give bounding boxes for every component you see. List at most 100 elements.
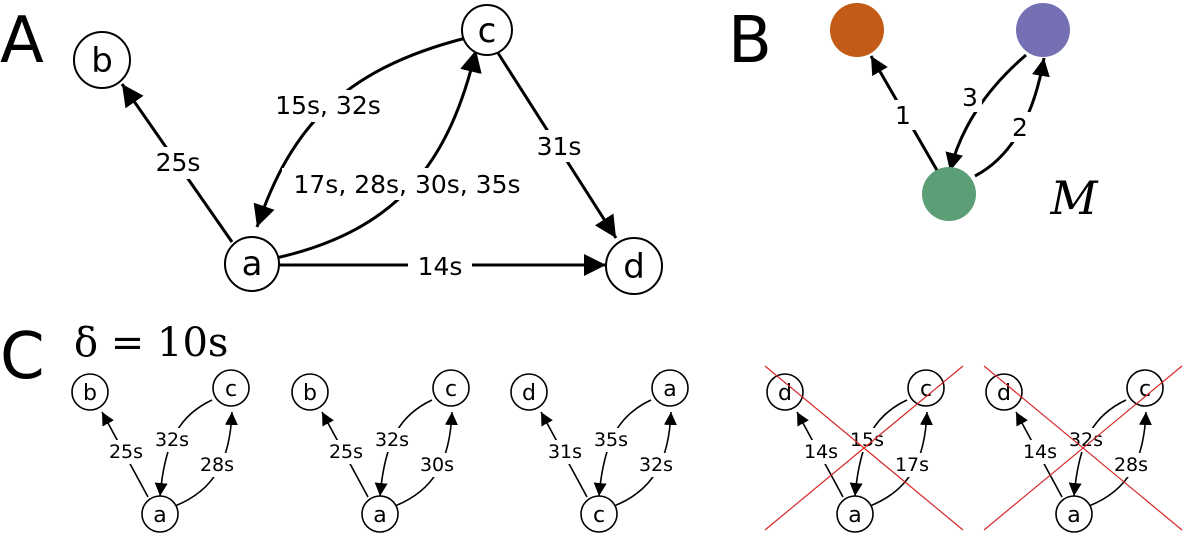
instance-label-3: 32s [639,454,673,476]
svg-text:c: c [1139,377,1151,402]
instance-label-1-bg [103,440,149,464]
instance-label-2: 35s [594,429,628,451]
edge-a-b-label: 25s [156,148,201,177]
instance-label-2: 32s [155,429,189,451]
instance-label-2: 32s [375,429,409,451]
delta-label: δ = 10s [74,320,228,366]
svg-text:a: a [848,503,861,528]
instance-node-top-right: a [651,369,689,407]
svg-text:d: d [778,381,792,406]
instance-label-3: 28s [1114,454,1148,476]
svg-text:d: d [997,381,1011,406]
instance-node-bottom: a [1055,495,1093,533]
instance-label-3: 30s [420,454,454,476]
edge-a-c-label-bg [282,168,532,200]
node-a: a [224,236,280,292]
edge-a-d-label: 14s [418,252,463,281]
panel-b: B 1 3 2 M [728,3,1099,225]
motif-label: M [1049,171,1099,225]
instance-label-1: 25s [329,441,363,463]
motif-instance: 31s 35s 32s d a c [510,369,689,533]
instance-node-top-left: b [291,373,329,411]
motif-node-purple [1016,3,1070,57]
svg-text:c: c [920,377,932,402]
edge-c-d-label-bg [530,130,588,162]
instance-label-1-bg [1017,440,1063,464]
motif-node-orange [830,3,884,57]
panel-a-letter: A [0,4,44,78]
instance-label-1-bg [323,440,369,464]
instance-label-3-bg [414,453,460,477]
svg-text:c: c [445,377,457,402]
instance-label-3-bg [889,453,935,477]
instance-node-top-left: d [510,373,548,411]
motif-edge-3-label-bg [958,82,982,112]
instance-label-1-bg [542,440,588,464]
motif-instance: 25s 32s 28s b c a [71,369,250,533]
motif-edge-2-label: 2 [1012,113,1028,142]
svg-text:c: c [225,377,237,402]
instance-label-2-bg [1063,428,1109,452]
instance-label-3-bg [633,453,679,477]
edge-c-a-label: 15s, 32s [275,91,381,120]
motif-instance: 14s 15s 17s d c a [764,365,964,533]
motif-node-green [922,167,976,221]
instance-label-1: 25s [109,441,143,463]
edge-a-d-label-bg [408,250,472,282]
instance-label-1: 14s [1023,441,1057,463]
panel-c-letter: C [0,320,45,394]
instance-node-top-left: b [71,373,109,411]
instance-label-1-bg [798,440,844,464]
instance-label-2: 15s [850,429,884,451]
instance-label-1: 14s [804,441,838,463]
instance-label-3: 28s [200,454,234,476]
motif-edge-3-label: 3 [962,83,978,112]
instance-node-top-right: c [907,369,945,407]
instance-node-bottom: c [580,495,618,533]
edge-a-c [275,49,482,260]
svg-text:b: b [83,381,97,406]
instance-node-top-right: c [432,369,470,407]
instance-label-2-bg [149,428,195,452]
instance-label-2-bg [844,428,890,452]
node-b: b [73,31,131,89]
instance-label-3-bg [194,453,240,477]
instance-node-bottom: a [141,495,179,533]
panel-b-letter: B [728,4,772,78]
svg-text:a: a [153,503,166,528]
edge-a-b-label-bg [148,147,208,179]
instance-node-bottom: a [361,495,399,533]
svg-text:b: b [303,381,317,406]
instance-node-top-left: d [766,373,804,411]
instance-node-top-left: d [985,373,1023,411]
svg-text:a: a [373,503,386,528]
edge-c-d-label: 31s [537,132,582,161]
motif-instance: 25s 32s 30s b c a [291,369,470,533]
motif-edge-1-label: 1 [895,101,911,130]
svg-text:d: d [623,247,645,287]
motif-instance: 14s 32s 28s d c a [983,365,1183,533]
panel-a: A 25s 15s, 32s 17s, 28s, 30s, 35s 31s 14… [0,4,663,295]
edge-a-c-label: 17s, 28s, 30s, 35s [293,170,520,199]
node-c: c [461,4,513,56]
instance-node-top-right: c [212,369,250,407]
instance-label-1: 31s [548,441,582,463]
instance-label-2-bg [588,428,634,452]
instance-node-bottom: a [836,495,874,533]
svg-text:a: a [1067,503,1080,528]
svg-text:c: c [593,503,605,528]
svg-text:a: a [663,377,676,402]
instance-label-3-bg [1108,453,1154,477]
svg-text:c: c [478,11,497,51]
motif-edge-2-label-bg [1008,112,1032,142]
exclusion-cross-line [983,365,1183,531]
svg-text:a: a [242,244,263,284]
exclusion-cross-line [764,365,964,531]
instance-label-2: 32s [1069,429,1103,451]
node-d: d [605,237,663,295]
instance-label-3: 17s [895,454,929,476]
edge-c-a-label-bg [268,90,388,122]
panel-c: C δ = 10s 25s 32s 28s b c a 25s 32s 30s b c a 31s 35s… [0,320,1183,533]
